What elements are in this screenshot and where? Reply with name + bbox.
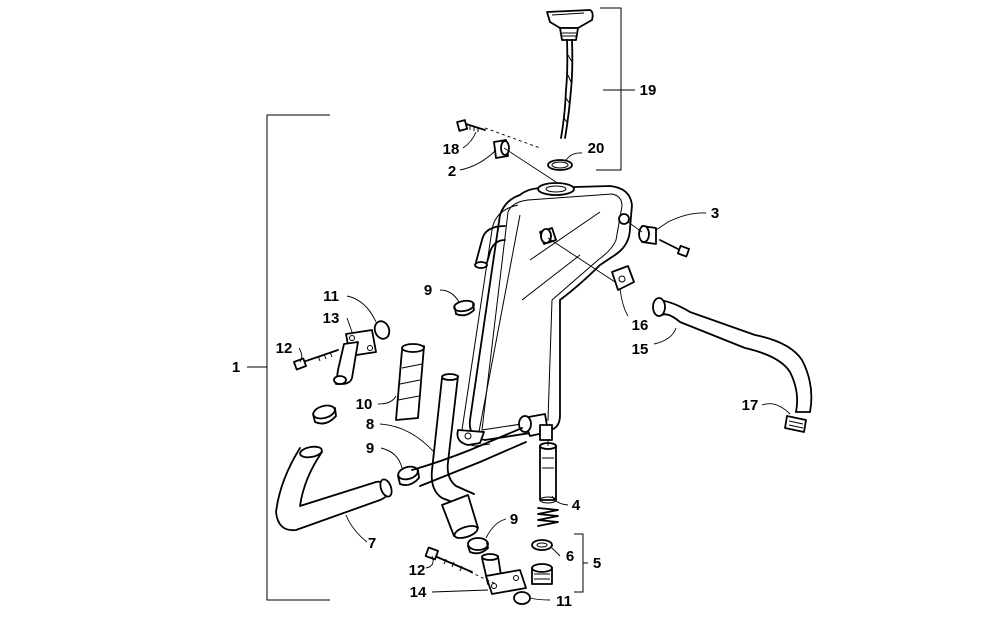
- gasket-upper: [373, 320, 391, 340]
- leader-lines: [298, 89, 791, 601]
- coolant-tank: [456, 182, 633, 447]
- outlet-fitting-upper: [333, 329, 377, 385]
- callout-10: 10: [356, 396, 373, 413]
- hose-end-17: [784, 415, 807, 433]
- callout-labels: 1 19 20 18 2 3 9 11 13 12 10 8 9 7 16 15…: [232, 82, 759, 610]
- bracket-assembly-5: [574, 533, 588, 593]
- callout-15: 15: [632, 341, 649, 358]
- callout-11-lower: 11: [556, 593, 572, 610]
- screw-right: [659, 239, 690, 258]
- hose-sleeve: [395, 343, 425, 421]
- callout-17: 17: [742, 397, 759, 414]
- screw-top: [456, 119, 486, 132]
- callout-6: 6: [566, 548, 574, 565]
- o-ring: [547, 159, 573, 171]
- callout-5: 5: [593, 555, 601, 572]
- outlet-fitting-lower: [481, 553, 527, 595]
- plug-fitting: [531, 563, 553, 585]
- callout-16: 16: [632, 317, 649, 334]
- callout-20: 20: [588, 140, 605, 157]
- gasket-lower: [513, 591, 531, 605]
- filler-cap-dipstick: [546, 9, 594, 139]
- washer: [531, 539, 553, 551]
- grommet-right: [638, 225, 657, 245]
- bracket-assembly-1: [247, 114, 330, 601]
- clamp-upper: [453, 299, 475, 317]
- callout-19: 19: [640, 82, 657, 99]
- clamp-left: [312, 404, 337, 425]
- hose-clamp-16: [611, 265, 635, 291]
- callout-14: 14: [410, 584, 427, 601]
- callout-18: 18: [443, 141, 460, 158]
- callout-12-lower: 12: [409, 562, 426, 579]
- valve-tube: [539, 442, 557, 504]
- overflow-hose: [652, 297, 813, 413]
- callout-2: 2: [448, 163, 456, 180]
- callout-7: 7: [368, 535, 376, 552]
- callout-4: 4: [572, 497, 581, 514]
- callout-12-upper: 12: [276, 340, 293, 357]
- callout-9-lower: 9: [510, 511, 518, 528]
- callout-11-upper: 11: [323, 288, 339, 305]
- coolant-hose-8: [411, 373, 527, 539]
- grommet-top: [493, 139, 510, 159]
- callout-13: 13: [323, 310, 340, 327]
- callout-9-left: 9: [366, 440, 374, 457]
- callout-9-upper: 9: [424, 282, 432, 299]
- clamp-middle: [397, 465, 420, 487]
- callout-3: 3: [711, 205, 719, 222]
- screw-left-lower: [424, 546, 473, 573]
- callout-8: 8: [366, 416, 374, 433]
- coolant-hose-7: [275, 445, 393, 532]
- clamp-lower: [467, 537, 489, 555]
- spring: [537, 507, 559, 527]
- callout-1: 1: [232, 359, 240, 376]
- screw-left-upper: [293, 349, 339, 371]
